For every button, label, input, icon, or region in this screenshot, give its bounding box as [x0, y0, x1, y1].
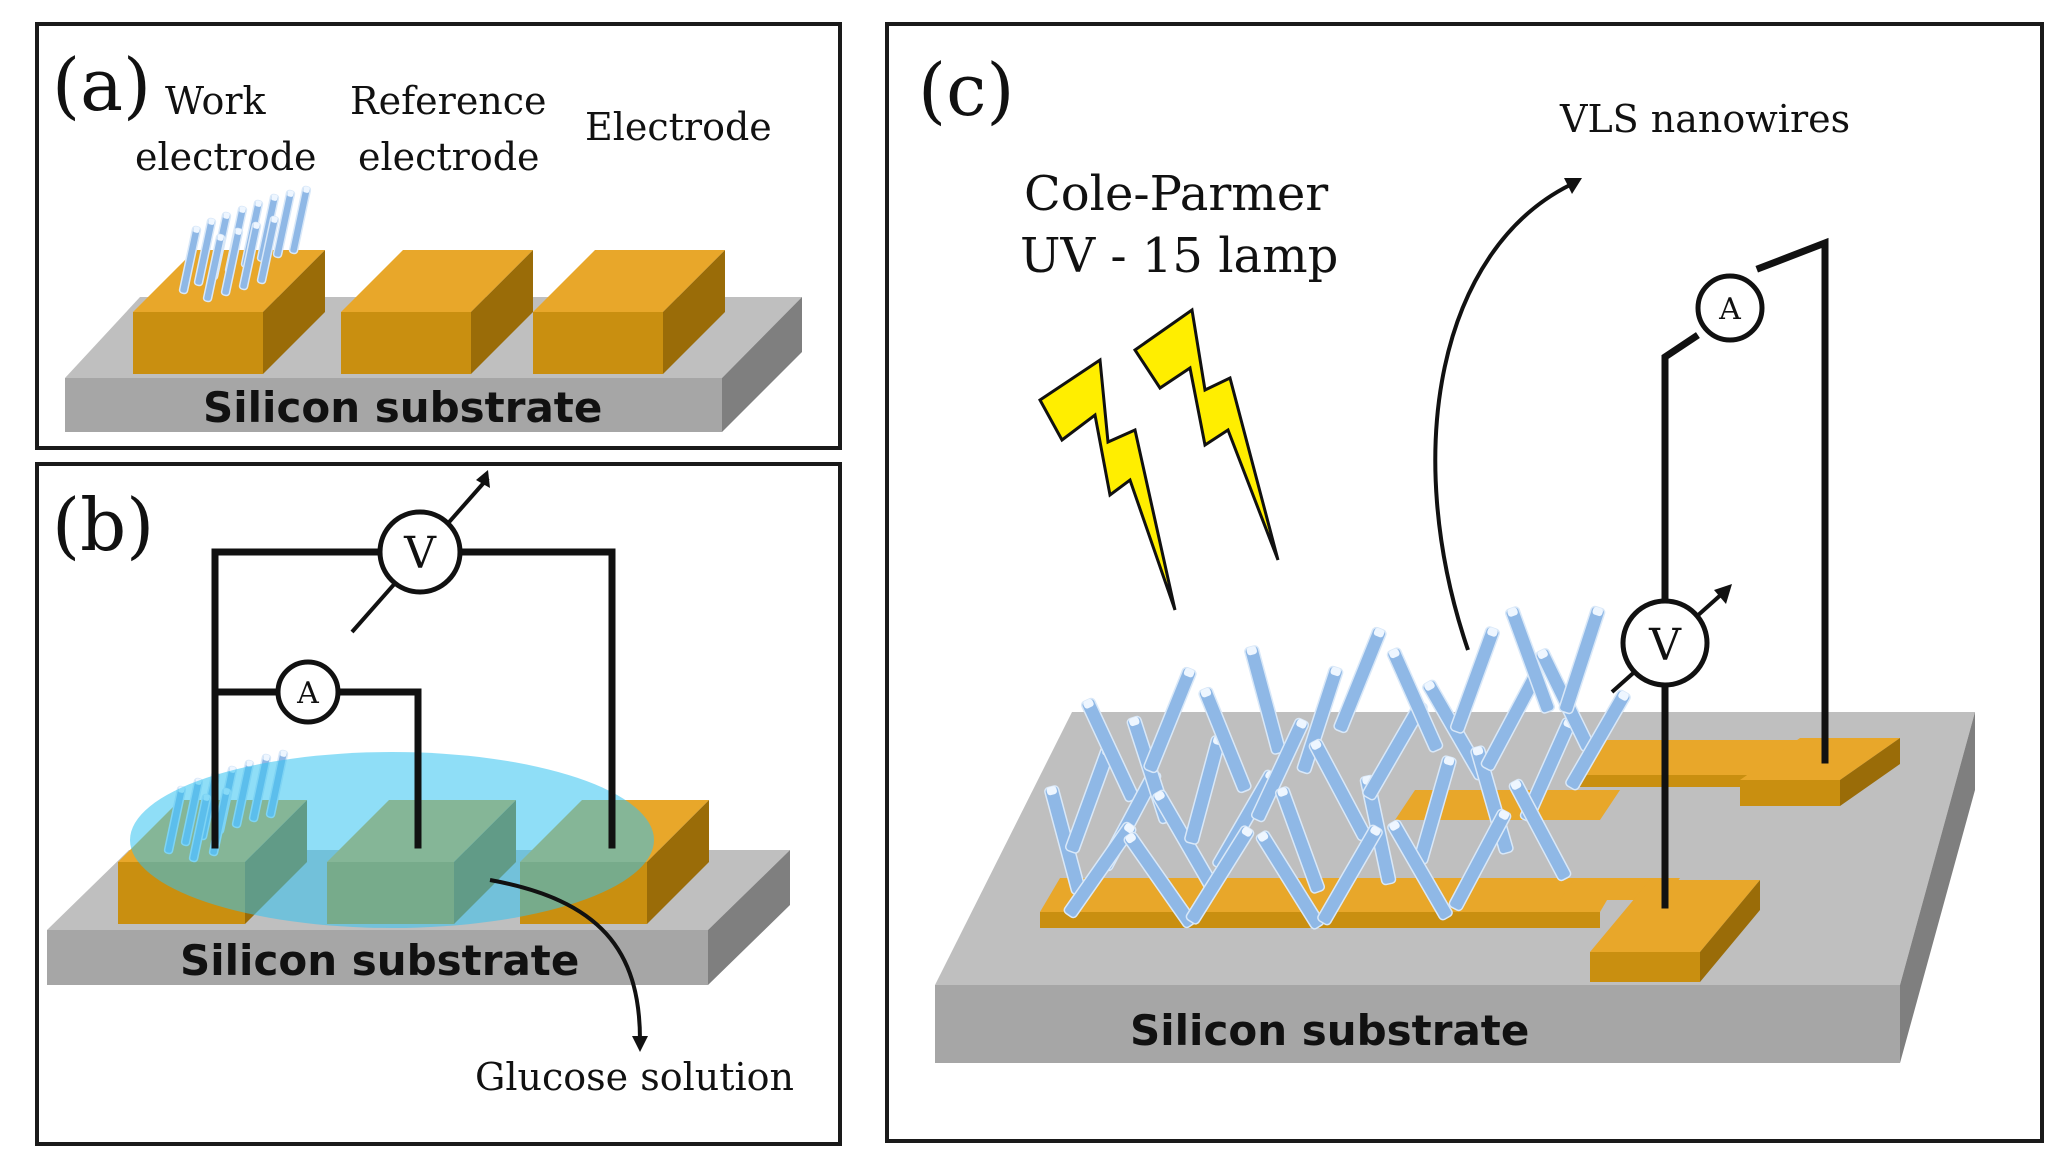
- glucose-arrow: [489, 878, 642, 1041]
- voltmeter-b-symbol: V: [403, 528, 437, 579]
- nanowires-arrow: [1433, 183, 1571, 651]
- work-electrode-label-2: electrode: [135, 135, 317, 179]
- counter-electrode-label: Electrode: [585, 105, 772, 149]
- reference-electrode-label-1: Reference: [350, 79, 547, 123]
- work-electrode-label-1: Work: [165, 79, 267, 123]
- substrate-label-b: Silicon substrate: [180, 936, 579, 985]
- voltmeter-c: V: [1610, 584, 1732, 694]
- uv-light-bolt-1: [1038, 357, 1177, 611]
- substrate-label-a: Silicon substrate: [203, 383, 602, 432]
- panel-b-label: (b): [52, 483, 154, 567]
- panel-c-label: (c): [918, 48, 1015, 132]
- counter-electrode-a: [533, 250, 725, 374]
- panel-c: (c) Cole-Parmer UV - 15 lamp VLS nanowir…: [885, 22, 2044, 1143]
- interdigitated-electrodes-c: [1040, 738, 1900, 982]
- uv-light-bolt-2: [1132, 307, 1280, 561]
- ammeter-b-symbol: A: [296, 676, 319, 711]
- ammeter-b: A: [275, 659, 341, 725]
- voltmeter-c-symbol: V: [1648, 620, 1682, 671]
- nanowires-label: VLS nanowires: [1559, 97, 1850, 141]
- glucose-solution-pool: [130, 752, 654, 928]
- lamp-label-line1: Cole-Parmer: [1024, 166, 1328, 222]
- reference-electrode-label-2: electrode: [358, 135, 540, 179]
- lamp-label-line2: UV - 15 lamp: [1020, 228, 1338, 284]
- circuit-wires-b: [211, 548, 616, 849]
- panel-a: (a) Work electrode Reference electrode E…: [35, 22, 842, 450]
- ammeter-c-symbol: A: [1718, 292, 1741, 327]
- substrate-label-c: Silicon substrate: [1130, 1006, 1529, 1055]
- panel-a-label: (a): [52, 43, 151, 127]
- circuit-wires-c: [1661, 237, 1829, 909]
- ammeter-c: A: [1695, 273, 1765, 343]
- work-electrode-a: [133, 250, 325, 374]
- panel-b: (b) Silicon substrate: [35, 462, 842, 1146]
- voltmeter-b: V: [350, 470, 490, 634]
- reference-electrode-a: [341, 250, 533, 374]
- glucose-solution-label: Glucose solution: [475, 1055, 794, 1099]
